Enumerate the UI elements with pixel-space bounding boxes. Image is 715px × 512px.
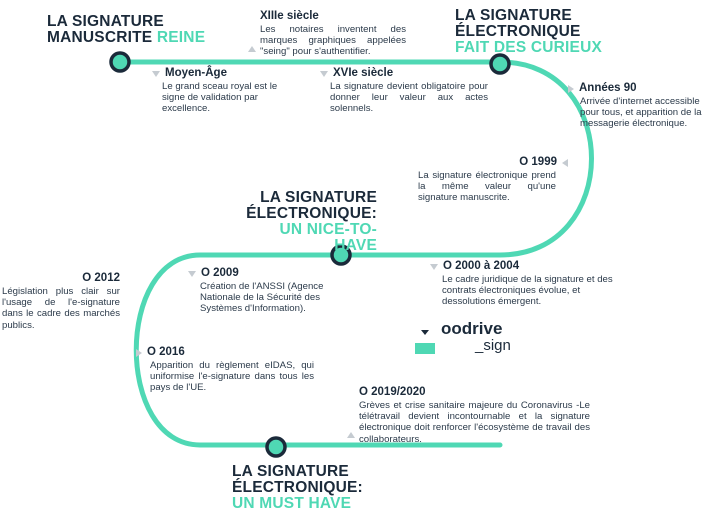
event-text: Grèves et crise sanitaire majeure du Cor… <box>359 400 590 445</box>
logo-text: oodrive <box>441 319 503 338</box>
heading-line: LA SIGNATURE <box>260 189 377 206</box>
event-text: Les notaires inventent des marques graph… <box>260 24 406 58</box>
heading-line: ÉLECTRONIQUE: <box>246 205 377 222</box>
arrow-up-icon <box>248 46 256 52</box>
event-year: O 2019/2020 <box>359 386 426 398</box>
arrow-down-icon <box>152 70 160 77</box>
event-annees-90: Années 90 Arrivée d'internet accessible … <box>568 82 710 130</box>
event-2019-2020: O 2019/2020 Grèves et crise sanitaire ma… <box>345 386 590 445</box>
heading-must-have: LA SIGNATURE ÉLECTRONIQUE: UN MUST HAVE <box>232 464 363 512</box>
event-year: O 2012 <box>82 272 120 284</box>
arrow-down-icon <box>188 270 196 277</box>
arrow-up-icon <box>347 432 355 438</box>
heading-accent: REINE <box>156 29 206 46</box>
logo-subtext: _sign <box>475 337 511 354</box>
event-text: Le cadre juridique de la signature et de… <box>442 274 613 308</box>
heading-line: ÉLECTRONIQUE <box>455 23 581 40</box>
event-text: Arrivée d'internet accessible pour tous,… <box>580 96 702 130</box>
timeline-path <box>117 59 594 448</box>
milestone-node <box>330 244 352 266</box>
event-2009: O 2009 Création de l'ANSSI (Agence Natio… <box>188 267 348 315</box>
event-text: Création de l'ANSSI (Agence Nationale de… <box>200 281 324 315</box>
heading-line: LA SIGNATURE <box>232 463 349 480</box>
event-xvie-siecle: XVIe siècle La signature devient obligat… <box>320 67 488 115</box>
event-year: Moyen-Âge <box>152 67 286 80</box>
event-year: O 2009 <box>188 267 348 280</box>
event-xiiie-siecle: XIIIe siècle Les notaires inventent des … <box>248 10 406 58</box>
event-2012: O 2012 Législation plus clair sur l'usag… <box>2 272 120 331</box>
milestone-node <box>265 436 287 458</box>
heading-fait-des-curieux: LA SIGNATURE ÉLECTRONIQUE FAIT DES CURIE… <box>455 8 602 56</box>
arrow-right-icon <box>136 348 142 357</box>
logo-bar <box>415 343 435 354</box>
arrow-down-icon <box>430 263 438 270</box>
milestone-node <box>489 53 511 75</box>
event-year: O 2000 à 2004 <box>430 260 625 273</box>
heading-accent: FAIT DES CURIEUX <box>455 39 603 56</box>
event-text: La signature devient obligatoire pour do… <box>330 81 488 115</box>
event-year: O 1999 <box>418 156 568 169</box>
event-year: XIIIe siècle <box>260 10 319 22</box>
event-1999: O 1999 La signature électronique prend l… <box>418 156 568 204</box>
event-text: Apparition du règlement eIDAS, qui unifo… <box>150 360 314 394</box>
heading-line: LA SIGNATURE <box>455 7 572 24</box>
event-text: La signature électronique prend la même … <box>418 170 556 204</box>
event-year: Années 90 <box>568 82 710 95</box>
heading-line: ÉLECTRONIQUE: <box>232 479 363 496</box>
event-moyen-age: Moyen-Âge Le grand sceau royal est le si… <box>152 67 286 115</box>
event-text: Le grand sceau royal est le signe de val… <box>162 81 278 115</box>
event-2016: O 2016 Apparition du règlement eIDAS, qu… <box>136 346 314 394</box>
heading-line: MANUSCRITE REINE <box>47 30 205 46</box>
event-text: Législation plus clair sur l'usage de l'… <box>2 286 120 331</box>
heading-accent: UN MUST HAVE <box>232 495 352 512</box>
heading-line: LA SIGNATURE <box>47 13 164 30</box>
event-2000-2004: O 2000 à 2004 Le cadre juridique de la s… <box>430 260 625 308</box>
oodrive-sign-logo: oodrive _sign <box>415 320 511 354</box>
event-year: XVIe siècle <box>320 67 488 80</box>
logo-mark-icon <box>421 330 429 335</box>
heading-text: MANUSCRITE <box>47 29 153 46</box>
heading-nice-to-have: LA SIGNATURE ÉLECTRONIQUE: UN NICE-TO-HA… <box>240 190 377 254</box>
arrow-down-icon <box>320 70 328 77</box>
event-year: O 2016 <box>136 346 314 359</box>
heading-accent: UN NICE-TO-HAVE <box>279 221 377 254</box>
heading-manuscrite-reine: LA SIGNATURE MANUSCRITE REINE <box>47 14 205 46</box>
arrow-left-icon <box>562 158 568 167</box>
arrow-right-icon <box>568 84 574 93</box>
milestone-node <box>109 51 131 73</box>
